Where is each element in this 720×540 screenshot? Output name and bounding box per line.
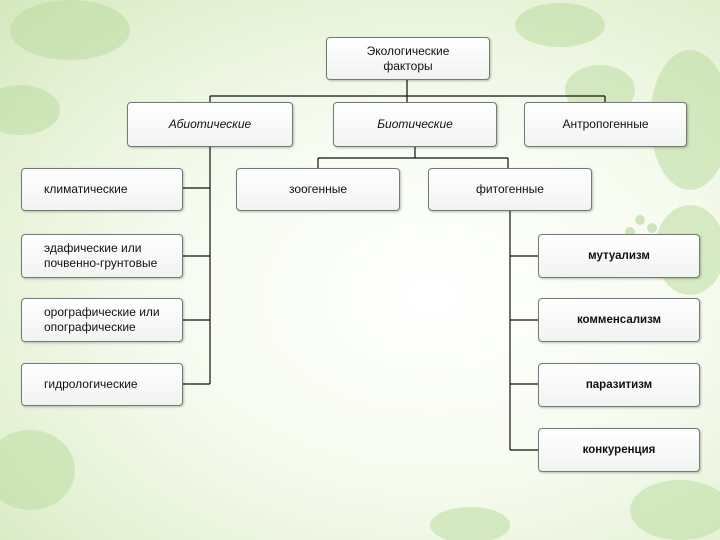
abiotic-hydrological: гидрологические xyxy=(21,363,183,406)
abiotic-label: климатические xyxy=(44,182,128,196)
root-node: Экологические факторы xyxy=(326,37,490,80)
category-label: Биотические xyxy=(377,117,453,131)
biotic-label: фитогенные xyxy=(476,182,544,196)
abiotic-label: эдафические или почвенно-грунтовые xyxy=(44,241,158,270)
relation-label: конкуренция xyxy=(582,443,656,456)
relation-label: мутуализм xyxy=(588,249,650,262)
biotic-label: зоогенные xyxy=(288,182,348,196)
relation-mutualism: мутуализм xyxy=(538,234,700,278)
abiotic-climatic: климатические xyxy=(21,168,183,211)
abiotic-edaphic: эдафические или почвенно-грунтовые xyxy=(21,234,183,278)
category-abiotic: Абиотические xyxy=(127,102,293,147)
category-label: Абиотические xyxy=(168,117,252,131)
root-label: Экологические факторы xyxy=(366,43,450,73)
biotic-phytogenic: фитогенные xyxy=(428,168,592,211)
relation-label: паразитизм xyxy=(585,378,653,391)
category-biotic: Биотические xyxy=(333,102,497,147)
relation-parasitism: паразитизм xyxy=(538,363,700,407)
relation-label: комменсализм xyxy=(576,313,662,326)
relation-competition: конкуренция xyxy=(538,428,700,472)
category-label: Антропогенные xyxy=(562,117,649,131)
abiotic-orographic: орографические или опографические xyxy=(21,298,183,342)
relation-commensalism: комменсализм xyxy=(538,298,700,342)
biotic-zoogenic: зоогенные xyxy=(236,168,400,211)
abiotic-label: орографические или опографические xyxy=(44,305,160,334)
category-anthropogenic: Антропогенные xyxy=(524,102,687,147)
abiotic-label: гидрологические xyxy=(44,377,138,391)
